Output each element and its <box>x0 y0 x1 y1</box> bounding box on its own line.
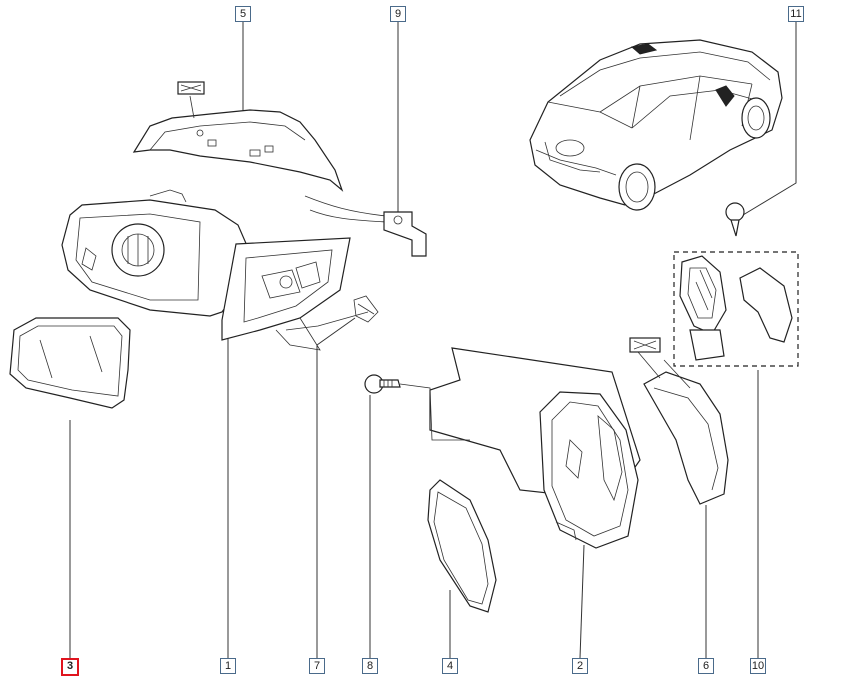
callout-9[interactable]: 9 <box>390 6 406 22</box>
callout-4[interactable]: 4 <box>442 658 458 674</box>
callout-label: 1 <box>224 660 232 672</box>
callout-label: 3 <box>66 660 74 672</box>
callout-label: 6 <box>702 660 710 672</box>
callout-6[interactable]: 6 <box>698 658 714 674</box>
part-1-mirror-housing <box>61 189 249 317</box>
callout-label: 8 <box>366 660 374 672</box>
part-10-clip-kit <box>673 202 799 367</box>
callout-10[interactable]: 10 <box>750 658 766 674</box>
part-9-cable-clip <box>304 195 427 257</box>
callout-label: 7 <box>313 660 321 672</box>
callout-label: 10 <box>751 660 765 672</box>
part-7-motor-frame <box>221 237 379 351</box>
callout-label: 11 <box>790 8 802 20</box>
part-6-indicator-lens <box>629 337 729 505</box>
callout-11[interactable]: 11 <box>788 6 804 22</box>
callout-label: 2 <box>576 660 584 672</box>
callout-8[interactable]: 8 <box>362 658 378 674</box>
callout-2[interactable]: 2 <box>572 658 588 674</box>
part-4-mirror-glass <box>427 479 497 613</box>
callout-7[interactable]: 7 <box>309 658 325 674</box>
part-8-screw <box>364 374 401 394</box>
callout-label: 4 <box>446 660 454 672</box>
car-illustration <box>529 39 783 211</box>
callout-1[interactable]: 1 <box>220 658 236 674</box>
callout-label: 9 <box>394 8 402 20</box>
leader-lines <box>69 22 797 659</box>
callout-5[interactable]: 5 <box>235 6 251 22</box>
callout-3[interactable]: 3 <box>61 658 79 676</box>
part-3-mirror-glass <box>9 317 131 409</box>
part-2-mirror-base <box>429 347 641 549</box>
callout-label: 5 <box>239 8 247 20</box>
guide-lines <box>285 311 661 441</box>
part-5-mirror-cover <box>132 81 344 192</box>
